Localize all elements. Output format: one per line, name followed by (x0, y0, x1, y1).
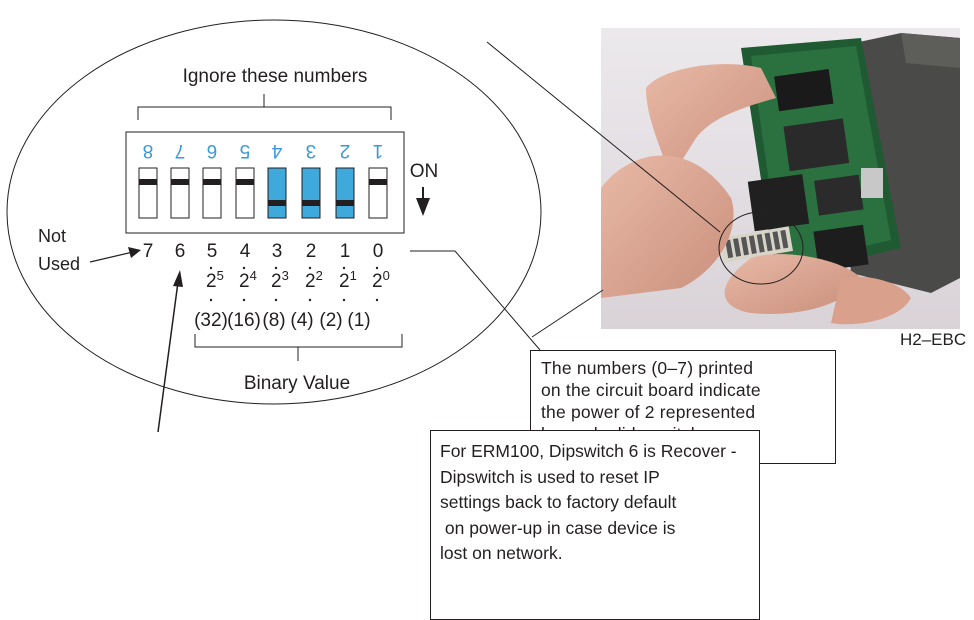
dot (342, 266, 346, 270)
power-of-two: 21 (339, 268, 357, 292)
switch-slide-off (235, 167, 255, 219)
binary-value: (1) (347, 310, 370, 331)
board-number: 6 (175, 241, 186, 262)
switch-actuator (336, 200, 354, 206)
switch-slide-on (335, 167, 355, 219)
binary-value-bracket (194, 334, 403, 361)
switch-slide-off (138, 167, 158, 219)
note-box-line: For ERM100, Dipswitch 6 is Recover - (440, 441, 737, 461)
board-number: 7 (143, 241, 154, 262)
dot (209, 298, 213, 302)
note-box-line: on power-up in case device is (440, 517, 676, 538)
switch-actuator (203, 179, 221, 185)
dipswitch-body (125, 131, 405, 234)
switch-number: 6 (207, 140, 218, 161)
power-of-two: 25 (206, 268, 224, 292)
dot (308, 266, 312, 270)
not-used-label-line1: Not (38, 226, 66, 246)
power-value-dots (209, 266, 379, 302)
switch-slides (138, 167, 388, 219)
dot (242, 266, 246, 270)
switch-number: 5 (240, 140, 251, 161)
leader-line-bottom (531, 289, 604, 338)
not-used-arrow-line (89, 251, 134, 263)
switch-actuator (236, 179, 254, 185)
note-box-line: Dipswitch is used to reset IP (440, 466, 660, 487)
magnify-ellipse (6, 19, 542, 405)
ignore-bracket (137, 94, 392, 120)
info-box-line: on the circuit board indicate (541, 380, 761, 400)
note-box: For ERM100, Dipswitch 6 is Recover - Dip… (430, 430, 760, 620)
binary-values: (32)(16)(8)(4) (2)(1) (194, 310, 371, 331)
binary-value: (4) (290, 310, 313, 331)
switch-number: 7 (175, 140, 186, 161)
ignore-numbers-label: Ignore these numbers (183, 66, 368, 87)
switch-slide-off (368, 167, 388, 219)
dot (209, 266, 213, 270)
switch-actuator (171, 179, 189, 185)
dot (375, 298, 379, 302)
switch-slide-off (202, 167, 222, 219)
binary-value: (32) (194, 310, 228, 331)
not-used-label-line2: Used (38, 254, 80, 274)
switch-actuator (369, 179, 387, 185)
switch-actuator (268, 200, 286, 206)
dot (242, 298, 246, 302)
board-number: 5 (207, 241, 218, 262)
recover-arrow-line (157, 281, 179, 433)
power-of-two: 24 (239, 268, 257, 292)
info-box-leader (454, 250, 541, 351)
binary-value: (8) (262, 310, 285, 331)
recover-arrow-icon (173, 270, 183, 287)
dot (342, 298, 346, 302)
dot (308, 298, 312, 302)
switch-number: 8 (143, 140, 154, 161)
board-number: 1 (340, 241, 351, 262)
photo-caption: H2–EBC (900, 330, 967, 349)
switch-number: 2 (340, 140, 351, 161)
switch-actuator (139, 179, 157, 185)
board-number: 4 (240, 241, 251, 262)
board-number: 0 (373, 241, 384, 262)
note-box-line: settings back to factory default (440, 492, 677, 512)
power-of-two: 23 (271, 268, 289, 292)
dot (274, 298, 278, 302)
switch-slide-on (267, 167, 287, 219)
info-box-line: the power of 2 represented (541, 402, 756, 422)
note-box-line: lost on network. (440, 543, 563, 563)
board-number: 3 (272, 241, 283, 262)
binary-value: (16) (227, 310, 261, 331)
module-photo (601, 28, 960, 329)
dot (375, 266, 379, 270)
switch-slide-off (170, 167, 190, 219)
on-label: ON (410, 161, 439, 182)
board-number: 2 (306, 241, 317, 262)
dot (274, 266, 278, 270)
switch-actuator (302, 200, 320, 206)
power-of-two: 20 (372, 268, 390, 292)
not-used-arrow-icon (128, 247, 141, 258)
powers-of-two: 25 24 23 22 21 20 (206, 268, 390, 292)
leader-line-top (486, 41, 721, 233)
binary-value: (2) (319, 310, 342, 331)
power-of-two: 22 (305, 268, 323, 292)
switch-number: 4 (271, 140, 282, 161)
on-arrow-icon (416, 198, 430, 216)
switch-slide-on (301, 167, 321, 219)
switch-number: 3 (306, 140, 317, 161)
binary-value-label: Binary Value (244, 373, 350, 394)
info-box-line: The numbers (0–7) printed (541, 358, 754, 378)
switch-number: 1 (373, 140, 384, 161)
